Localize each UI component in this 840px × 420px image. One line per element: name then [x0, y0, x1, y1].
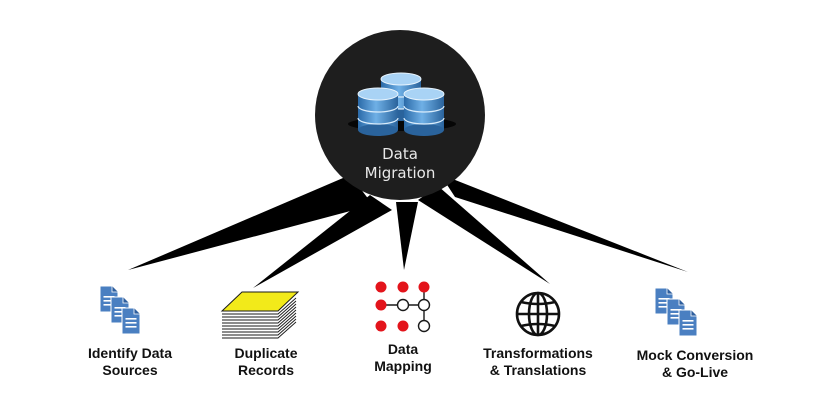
documents-icon	[654, 287, 698, 337]
node-label-line-2: & Translations	[489, 362, 587, 378]
hub-title-line-2: Migration	[364, 164, 436, 182]
mapping-grid-icon	[375, 281, 431, 333]
documents-icon	[99, 285, 141, 335]
paper-stack-icon	[220, 291, 300, 339]
hub-title: Data Migration	[340, 145, 460, 183]
database-stack-icon	[348, 72, 456, 137]
node-label-duplicate-records: Duplicate Records	[181, 345, 351, 379]
node-label-identify-data-sources: Identify Data Sources	[45, 345, 215, 379]
node-label-line-2: Records	[237, 362, 295, 378]
node-label-line-1: Data	[387, 341, 419, 357]
spokes	[128, 174, 688, 288]
node-label-line-2: & Go-Live	[661, 364, 729, 380]
node-label-line-1: Transformations	[483, 345, 593, 361]
spoke-duplicate-records	[253, 195, 392, 288]
node-label-line-1: Duplicate	[234, 345, 298, 361]
node-label-line-2: Sources	[102, 362, 158, 378]
node-label-data-mapping: Data Mapping	[318, 341, 488, 375]
spoke-identify-data-sources	[128, 175, 373, 270]
spoke-mock-conversion	[440, 174, 688, 272]
node-label-mock-conversion: Mock Conversion & Go-Live	[610, 347, 780, 381]
spoke-transformations	[418, 186, 550, 284]
node-label-line-2: Mapping	[374, 358, 432, 374]
node-label-line-1: Mock Conversion	[636, 347, 754, 363]
globe-icon	[515, 291, 561, 337]
node-label-line-1: Identify Data	[87, 345, 172, 361]
hub-title-line-1: Data	[382, 145, 418, 163]
node-label-transformations: Transformations & Translations	[453, 345, 623, 379]
spoke-data-mapping	[396, 202, 418, 270]
